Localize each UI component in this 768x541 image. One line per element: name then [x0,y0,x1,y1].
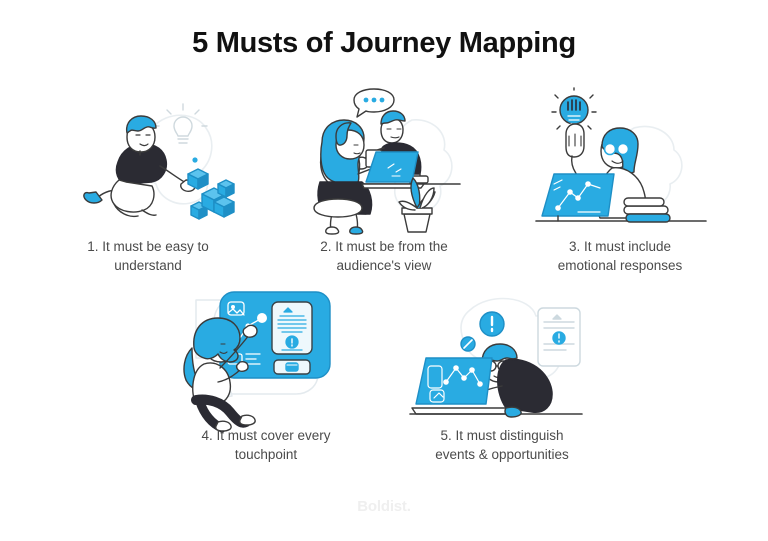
person-with-idea-illustration [534,87,707,223]
item-card-1: 1. It must be easy to understand [30,88,266,275]
item-caption-line2: emotional responses [557,258,683,273]
item-caption-2: 2. It must be from the audience's view [284,237,484,275]
items-row-bottom: 4. It must cover every touchpoint [0,282,768,464]
person-stacking-blocks-illustration [82,103,235,220]
item-card-5: 5. It must distinguish events & opportun… [384,282,620,464]
item-card-2: 2. It must be from the audience's view [266,88,502,275]
page-title: 5 Musts of Journey Mapping [192,27,576,59]
footer-logo: Boldist. [357,498,411,515]
items-row-top: 1. It must be easy to understand [0,87,768,275]
item-caption-5: 5. It must distinguish events & opportun… [402,426,602,464]
item-caption-line1: 4. It must cover every [201,428,331,443]
item-caption-line1: 1. It must be easy to [87,239,209,254]
item-caption-1: 1. It must be easy to understand [48,237,248,275]
item-card-4: 4. It must cover every touchpoint [148,282,384,464]
item-caption-line2: understand [114,258,182,273]
two-people-at-laptop-illustration [312,88,461,235]
item-caption-line2: touchpoint [234,447,298,462]
item-caption-line1: 5. It must distinguish [440,428,564,443]
item-caption-line1: 2. It must be from the [320,239,448,254]
person-analyzing-alerts-illustration [408,297,583,418]
item-caption-4: 4. It must cover every touchpoint [166,426,366,464]
item-caption-line1: 3. It must include [568,239,672,254]
item-caption-3: 3. It must include emotional responses [520,237,720,275]
item-caption-line2: events & opportunities [435,447,569,462]
person-using-touchscreen-illustration [182,291,331,433]
item-caption-line2: audience's view [336,258,432,273]
item-card-3: 3. It must include emotional responses [502,87,738,275]
